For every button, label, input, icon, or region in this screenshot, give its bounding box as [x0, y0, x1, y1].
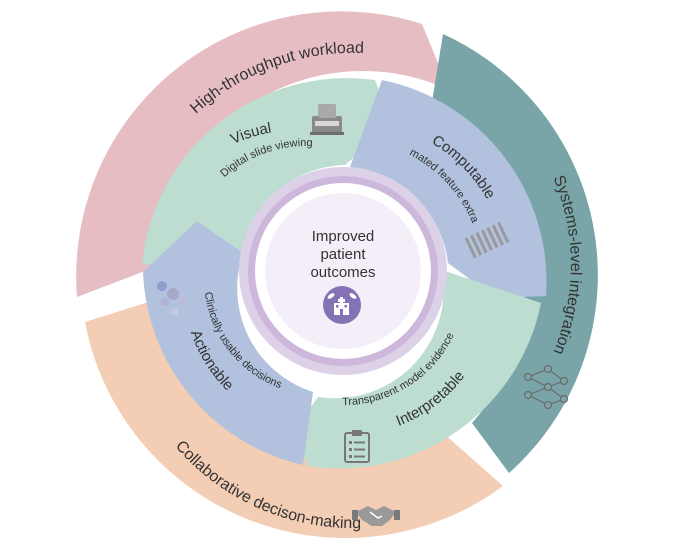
decision-cells-icon — [157, 281, 187, 316]
segment-high-throughput — [76, 11, 449, 297]
center-disc — [265, 193, 421, 349]
handshake-icon — [352, 506, 400, 526]
hospital-medicine-icon — [323, 286, 361, 324]
segment-interpretable — [296, 270, 541, 469]
center-title-line1: Improved — [312, 228, 375, 245]
clipboard-checklist-icon — [344, 430, 370, 463]
segment-computable — [350, 80, 547, 298]
segment-actionable — [143, 221, 313, 465]
slide-scanner-icon — [310, 104, 344, 135]
center-title-line2: patient — [320, 246, 366, 263]
neural-network-icon — [523, 364, 569, 410]
feature-stack-icon — [464, 222, 510, 259]
center-title-line3: outcomes — [310, 264, 375, 281]
segment-collaborative — [85, 300, 503, 538]
